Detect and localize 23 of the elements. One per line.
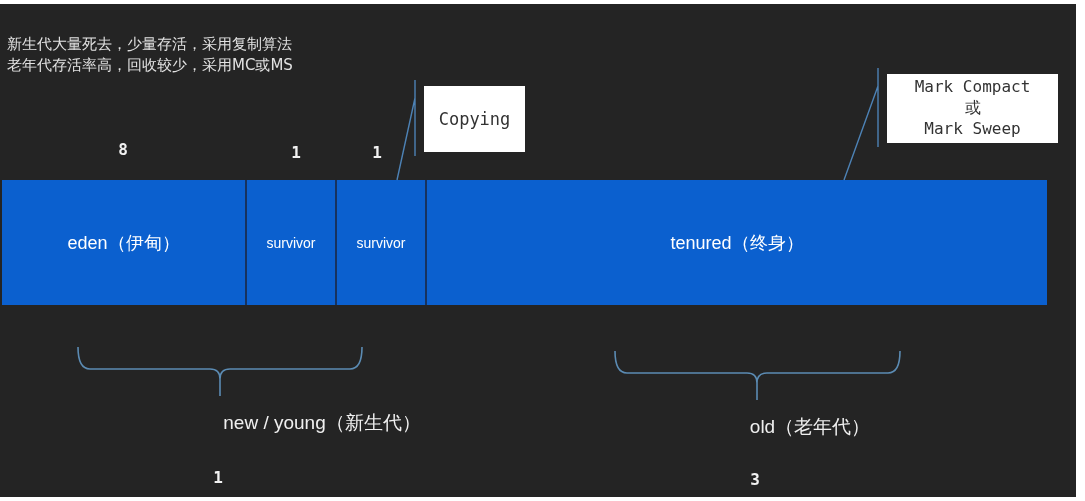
segment-label: eden（伊甸） xyxy=(67,231,180,255)
size-number: 1 xyxy=(291,143,301,162)
bar-segment xyxy=(425,180,1047,305)
segment-label: survivor xyxy=(356,234,406,251)
leader-line xyxy=(396,79,416,181)
bar-segment xyxy=(2,180,245,305)
group-label: old（老年代） xyxy=(749,415,871,439)
size-number: 8 xyxy=(118,140,128,159)
leader-line xyxy=(843,67,879,181)
callout-box xyxy=(424,86,525,152)
callout-text: Copying xyxy=(438,107,511,131)
segment-label: survivor xyxy=(266,234,316,251)
note-text: 新生代大量死去，少量存活，采用复制算法 xyxy=(7,35,292,54)
group-label: new / young（新生代） xyxy=(223,411,421,435)
callout-text: Mark Compact 或 Mark Sweep xyxy=(914,77,1031,140)
ratio-number: 1 xyxy=(213,468,223,487)
segment-label: tenured（终身） xyxy=(670,231,804,255)
ratio-number: 3 xyxy=(750,470,760,489)
bar-segment xyxy=(245,180,335,305)
bar-segment xyxy=(335,180,425,305)
note-text: 老年代存活率高，回收较少，采用MC或MS xyxy=(7,56,293,75)
size-number: 1 xyxy=(372,143,382,162)
callout-box xyxy=(887,74,1058,143)
